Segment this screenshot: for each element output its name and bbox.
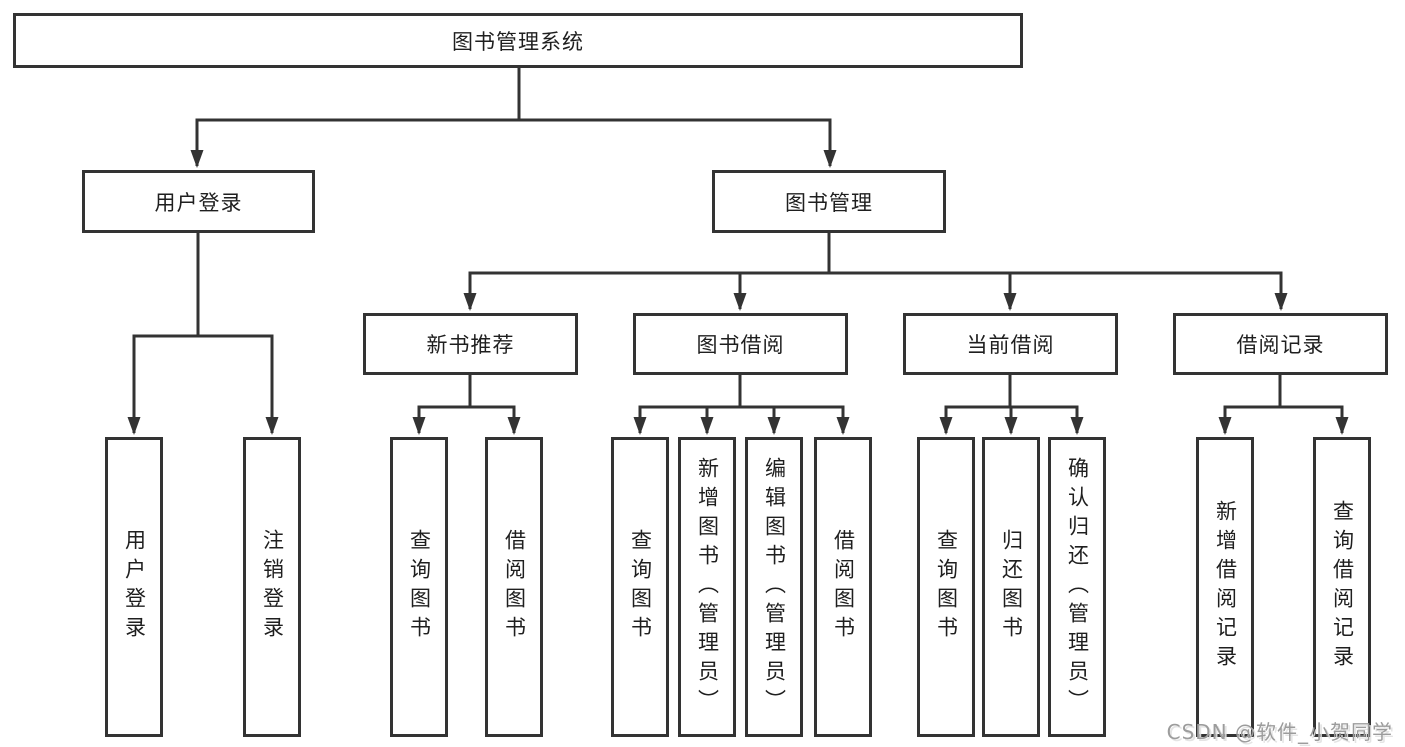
node-leaf-cb-return-books: 归还图书 <box>982 437 1040 737</box>
node-leaf-rec-borrow-books-label: 借阅图书 <box>502 529 527 645</box>
node-leaf-rec-query-books-label: 查询图书 <box>407 529 432 645</box>
node-leaf-rec-borrow-books: 借阅图书 <box>485 437 543 737</box>
node-leaf-br-add-record-label: 新增借阅记录 <box>1213 500 1238 674</box>
node-new-book-rec: 新书推荐 <box>363 313 578 375</box>
node-leaf-bb-add-books: 新增图书（管理员） <box>678 437 736 737</box>
node-leaf-cb-confirm-return-label: 确认归还（管理员） <box>1065 456 1090 718</box>
connector-user-login-to-leaves <box>127 233 279 435</box>
node-leaf-bb-add-books-label: 新增图书（管理员） <box>695 456 720 718</box>
node-leaf-user-login: 用户登录 <box>105 437 163 737</box>
node-leaf-bb-query-books-label: 查询图书 <box>628 529 653 645</box>
connector-new-book-rec-to-leaves <box>412 375 521 435</box>
node-leaf-cb-query-books-label: 查询图书 <box>934 529 959 645</box>
node-borrow-records-label: 借阅记录 <box>1236 333 1325 357</box>
node-root-label: 图书管理系统 <box>452 29 584 54</box>
connector-book-borrow-to-leaves <box>633 375 850 435</box>
node-current-borrow: 当前借阅 <box>903 313 1118 375</box>
node-user-login-branch: 用户登录 <box>82 170 315 233</box>
node-leaf-rec-query-books: 查询图书 <box>390 437 448 737</box>
node-leaf-user-login-label: 用户登录 <box>122 529 147 645</box>
node-borrow-records: 借阅记录 <box>1173 313 1388 375</box>
node-leaf-cb-query-books: 查询图书 <box>917 437 975 737</box>
node-book-mgmt-branch-label: 图书管理 <box>785 190 873 215</box>
node-leaf-cb-confirm-return: 确认归还（管理员） <box>1048 437 1106 737</box>
connector-book-mgmt-to-level3 <box>463 233 1288 311</box>
connector-current-borrow-to-leaves <box>939 375 1084 435</box>
node-user-login-branch-label: 用户登录 <box>154 190 243 215</box>
node-leaf-bb-edit-books: 编辑图书（管理员） <box>745 437 803 737</box>
node-leaf-logout-label: 注销登录 <box>260 529 285 645</box>
node-leaf-bb-borrow-books-label: 借阅图书 <box>831 529 856 645</box>
node-book-mgmt-branch: 图书管理 <box>712 170 946 233</box>
csdn-watermark: CSDN @软件_小贺同学 <box>1166 720 1393 744</box>
node-leaf-br-add-record: 新增借阅记录 <box>1196 437 1254 737</box>
connector-root-to-level2 <box>190 68 837 168</box>
node-leaf-bb-query-books: 查询图书 <box>611 437 669 737</box>
node-leaf-logout: 注销登录 <box>243 437 301 737</box>
node-leaf-bb-edit-books-label: 编辑图书（管理员） <box>762 456 787 718</box>
node-book-borrow: 图书借阅 <box>633 313 848 375</box>
node-leaf-cb-return-books-label: 归还图书 <box>999 529 1024 645</box>
node-current-borrow-label: 当前借阅 <box>966 333 1055 357</box>
node-leaf-br-query-record-label: 查询借阅记录 <box>1330 500 1355 674</box>
node-root: 图书管理系统 <box>13 13 1023 68</box>
connector-borrow-records-to-leaves <box>1218 375 1349 435</box>
node-leaf-br-query-record: 查询借阅记录 <box>1313 437 1371 737</box>
node-book-borrow-label: 图书借阅 <box>696 333 785 357</box>
node-new-book-rec-label: 新书推荐 <box>426 333 515 357</box>
node-leaf-bb-borrow-books: 借阅图书 <box>814 437 872 737</box>
